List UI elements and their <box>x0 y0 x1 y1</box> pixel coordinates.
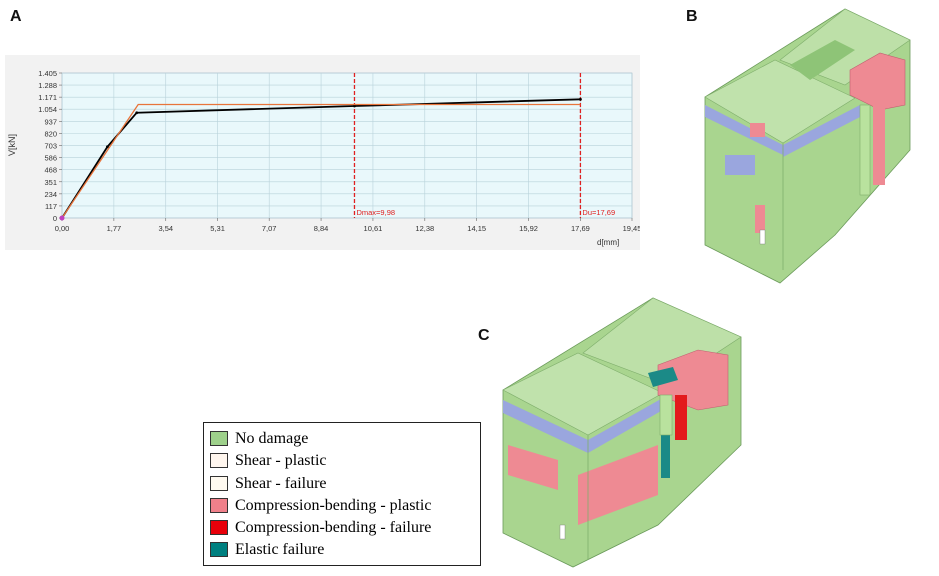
damage-model-c <box>498 295 748 570</box>
legend-label: Shear - plastic <box>235 451 327 469</box>
model-c-red-band-left <box>508 445 558 490</box>
legend-label: Elastic failure <box>235 540 325 558</box>
model-b-blue-band-1 <box>705 105 783 155</box>
y-tick-layer: 1.405 1.288 1.171 1.054 937 820 703 586 468 351 23… <box>38 69 62 223</box>
x-tick-layer: 0,00 1,77 3,54 5,31 7,07 8,84 10,61 12,38 14,15 1… <box>55 218 640 233</box>
vline-layer: Dmax=9,98 Du=17,69 <box>353 73 615 218</box>
legend-swatch <box>210 498 228 513</box>
y-tick-label: 586 <box>44 154 57 163</box>
legend-label: Compression-bending - plastic <box>235 496 432 514</box>
y-tick-label: 1.171 <box>38 93 57 102</box>
model-b-blue-patch <box>725 155 755 175</box>
y-tick-label: 117 <box>45 202 57 211</box>
legend-item-compression-failure: Compression-bending - failure <box>210 517 431 538</box>
x-tick-label: 15,92 <box>519 224 538 233</box>
data-point <box>353 104 356 108</box>
series-layer <box>59 97 582 221</box>
y-tick-label: 937 <box>44 117 57 126</box>
x-tick-label: 1,77 <box>107 224 122 233</box>
legend-item-shear-failure: Shear - failure <box>210 473 327 494</box>
model-b-blue-band-2 <box>783 105 860 157</box>
model-b-red-patch-2 <box>755 205 765 233</box>
y-tick-label: 703 <box>44 141 57 150</box>
chart-svg: 1.405 1.288 1.171 1.054 937 820 703 586 468 351 23… <box>5 55 640 250</box>
data-point <box>135 111 139 115</box>
y-tick-label: 820 <box>44 129 57 138</box>
x-tick-label: 5,31 <box>210 224 225 233</box>
y-axis-label: V[kN] <box>7 134 17 156</box>
y-tick-label: 1.054 <box>38 105 57 114</box>
data-point <box>579 97 582 101</box>
y-tick-label: 468 <box>44 166 57 175</box>
reference-line-label: Du=17,69 <box>582 208 615 217</box>
model-c-svg <box>502 297 742 568</box>
legend-swatch <box>210 453 228 468</box>
x-tick-label: 10,61 <box>364 224 383 233</box>
model-c-top-right <box>582 297 742 386</box>
model-b-red-column <box>873 100 885 185</box>
model-c-elastic-top <box>648 367 678 387</box>
model-c-blue-band-2 <box>588 395 668 453</box>
y-tick-label: 1.288 <box>38 81 57 90</box>
legend-swatch <box>210 431 228 446</box>
x-axis-label: d[mm] <box>597 238 619 247</box>
model-b-column <box>859 104 871 196</box>
series-line-1 <box>61 103 581 219</box>
x-tick-label: 14,15 <box>467 224 486 233</box>
reference-line-label: Dmax=9,98 <box>356 208 395 217</box>
model-c-shear-patch <box>559 524 566 540</box>
x-tick-label: 3,54 <box>158 224 173 233</box>
x-tick-label: 19,45 <box>623 224 640 233</box>
legend-item-shear-plastic: Shear - plastic <box>210 450 327 471</box>
model-b-shear-patch <box>759 229 766 245</box>
model-c-red-band-right <box>578 445 658 525</box>
y-tick-label: 351 <box>44 178 57 187</box>
legend-item-elastic-failure: Elastic failure <box>210 539 324 560</box>
pushover-chart: 1.405 1.288 1.171 1.054 937 820 703 586 468 351 23… <box>5 55 640 250</box>
model-b-red-patch-1 <box>750 123 765 137</box>
origin-marker <box>59 215 65 221</box>
panel-label-c: C <box>478 327 490 344</box>
x-tick-label: 0,00 <box>55 224 70 233</box>
legend-label: No damage <box>235 429 309 447</box>
legend-item-no-damage: No damage <box>210 428 308 449</box>
model-c-blue-band-1 <box>503 400 588 453</box>
legend-item-compression-plastic: Compression-bending - plastic <box>210 495 431 516</box>
x-tick-label: 12,38 <box>415 224 434 233</box>
damage-model-b <box>695 5 935 290</box>
data-point <box>106 145 109 149</box>
legend-swatch <box>210 542 228 557</box>
model-b-red-core <box>849 52 906 111</box>
panel-label-b: B <box>686 8 698 25</box>
model-c-column <box>659 394 673 436</box>
y-tick-label: 0 <box>53 214 57 223</box>
legend-swatch <box>210 520 228 535</box>
model-c-failure-column <box>675 395 687 440</box>
x-tick-label: 17,69 <box>571 224 590 233</box>
x-tick-label: 8,84 <box>314 224 329 233</box>
damage-legend: No damage Shear - plastic Shear - failur… <box>203 422 481 566</box>
model-b-svg <box>704 8 911 284</box>
model-b-inner-wall <box>790 40 855 80</box>
y-tick-label: 1.405 <box>38 69 57 78</box>
grid-layer <box>61 72 633 219</box>
x-tick-label: 7,07 <box>262 224 277 233</box>
legend-label: Compression-bending - failure <box>235 518 432 536</box>
y-tick-label: 234 <box>44 190 57 199</box>
legend-swatch <box>210 476 228 491</box>
legend-label: Shear - failure <box>235 474 327 492</box>
model-c-elastic-column <box>661 433 670 478</box>
panel-label-a: A <box>10 8 22 25</box>
